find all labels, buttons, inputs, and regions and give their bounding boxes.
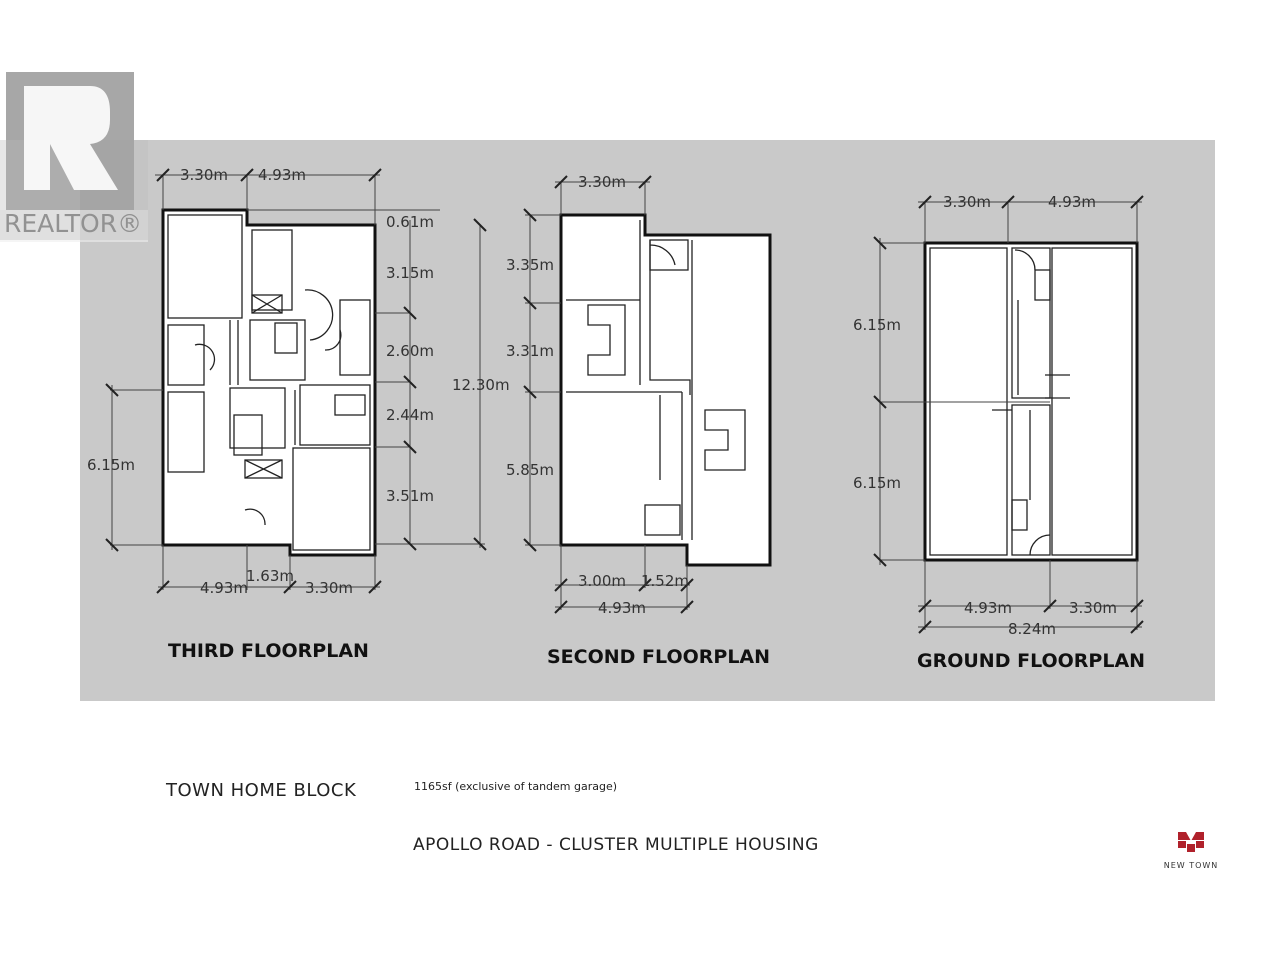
dim-label: 3.30m — [1069, 599, 1117, 617]
dim-label: 4.93m — [1048, 193, 1096, 211]
dim-label: 3.35m — [506, 256, 554, 274]
dim-label: 3.30m — [578, 173, 626, 191]
new-town-logo-mark — [1178, 832, 1204, 852]
dim-label: 12.30m — [452, 376, 510, 394]
second-outline — [559, 213, 772, 567]
dim-label: 3.30m — [305, 579, 353, 597]
dim-label: 3.31m — [506, 342, 554, 360]
dim-label: 2.60m — [386, 342, 434, 360]
dim-label: 3.30m — [180, 166, 228, 184]
dim-label: 4.93m — [598, 599, 646, 617]
block-name: TOWN HOME BLOCK — [166, 780, 357, 801]
dim-label: 4.93m — [964, 599, 1012, 617]
new-town-logo: NEW TOWN — [1156, 832, 1226, 870]
dim-label: 4.93m — [258, 166, 306, 184]
dim-label: 6.15m — [87, 456, 135, 474]
area-note: 1165sf (exclusive of tandem garage) — [414, 780, 618, 793]
third-floorplan-title: THIRD FLOORPLAN — [168, 640, 369, 662]
ground-floorplan-title: GROUND FLOORPLAN — [917, 650, 1145, 672]
dim-label: 6.15m — [853, 474, 901, 492]
ground-floorplan: 3.30m 4.93m 6.15m 6.15m 4.93m 3.30m 8.24… — [853, 193, 1145, 672]
second-floorplan: 3.30m 3.35m 3.31m 5.85m 3.00m 1.52m 4.93… — [506, 173, 772, 668]
third-outline — [161, 208, 377, 557]
dim-label: 6.15m — [853, 316, 901, 334]
dim-label: 3.51m — [386, 487, 434, 505]
dim-label: 5.85m — [506, 461, 554, 479]
dim-label: 1.63m — [246, 567, 294, 585]
dim-label: 4.93m — [200, 579, 248, 597]
dim-label: 1.52m — [641, 572, 689, 590]
dim-label: 3.30m — [943, 193, 991, 211]
new-town-label: NEW TOWN — [1163, 861, 1219, 870]
dim-label: 8.24m — [1008, 620, 1056, 638]
second-floorplan-title: SECOND FLOORPLAN — [547, 646, 770, 668]
third-floorplan: 3.30m 4.93m 0.61m 3.15m 2.60m 2.44m 3.51… — [87, 166, 510, 662]
svg-text:REALTOR®: REALTOR® — [4, 209, 142, 238]
dim-label: 2.44m — [386, 406, 434, 424]
project-title: APOLLO ROAD - CLUSTER MULTIPLE HOUSING — [413, 835, 819, 855]
dim-label: 3.00m — [578, 572, 626, 590]
dim-label: 0.61m — [386, 213, 434, 231]
realtor-logo: REALTOR® — [0, 72, 148, 242]
dim-label: 3.15m — [386, 264, 434, 282]
